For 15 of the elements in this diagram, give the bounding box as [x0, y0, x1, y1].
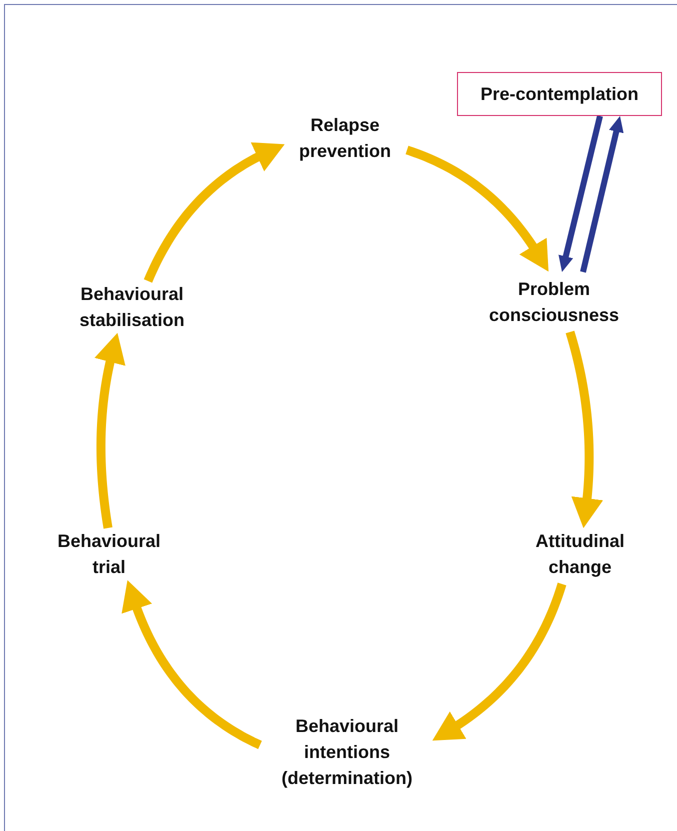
- stage-label: Attitudinal change: [518, 528, 642, 580]
- arrow: [432, 582, 566, 741]
- stage-label: Relapse prevention: [285, 112, 405, 164]
- stage-label: Behavioural trial: [42, 528, 176, 580]
- stage-box: Pre-contemplation: [457, 72, 662, 116]
- stage-label: Problem consciousness: [472, 272, 636, 332]
- arrow: [558, 115, 603, 272]
- arrow: [122, 580, 262, 750]
- arrow: [580, 116, 624, 273]
- arrow: [566, 330, 604, 528]
- arrow: [406, 146, 549, 272]
- stage-label: Behavioural intentions (determination): [262, 713, 432, 791]
- arrow: [144, 142, 285, 283]
- stage-label: Behavioural stabilisation: [64, 281, 200, 333]
- arrow: [94, 332, 126, 529]
